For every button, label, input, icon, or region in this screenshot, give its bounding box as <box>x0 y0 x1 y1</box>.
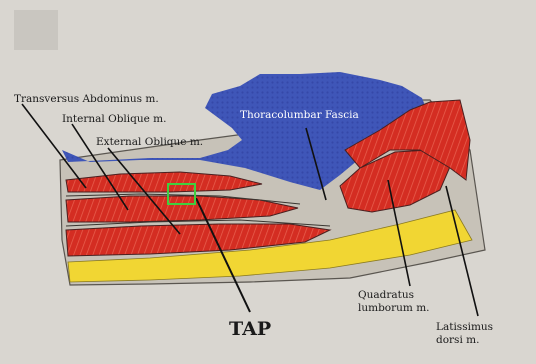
label-transversus-abdominus: Transversus Abdominus m. <box>14 93 159 105</box>
label-latissimus-line1: Latissimus <box>436 321 493 333</box>
label-latissimus-line2: dorsi m. <box>436 334 479 346</box>
label-internal-oblique: Internal Oblique m. <box>62 113 166 125</box>
corner-patch <box>14 10 58 50</box>
label-external-oblique: External Oblique m. <box>96 136 203 148</box>
label-quadratus-line1: Quadratus <box>358 289 414 301</box>
label-tap: TAP <box>229 318 271 340</box>
label-thoracolumbar-fascia: Thoracolumbar Fascia <box>240 109 359 121</box>
label-quadratus-line2: lumborum m. <box>358 302 430 314</box>
